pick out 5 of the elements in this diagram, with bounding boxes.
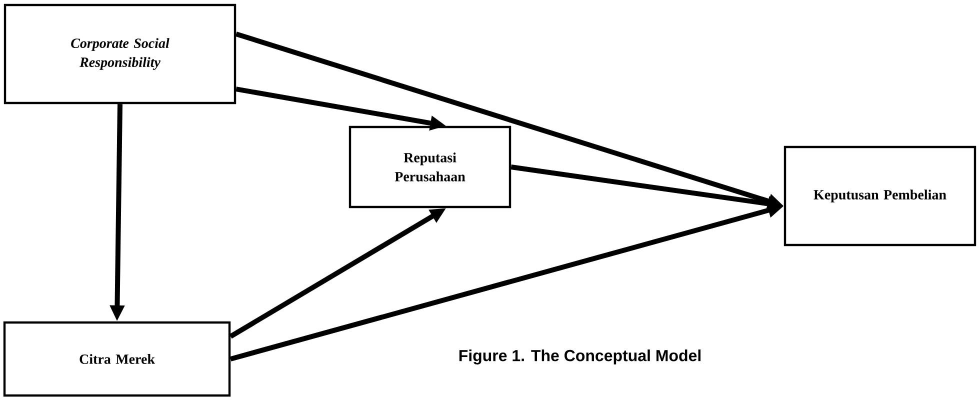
- concept-box: Keputusan Pembelian: [784, 146, 976, 246]
- concept-box: Reputasi Perusahaan: [348, 126, 512, 208]
- caption: Figure 1. The Conceptual Model: [459, 350, 700, 364]
- concept-box: Corporate Social Responsibility: [4, 4, 236, 104]
- concept-box: Citra Merek: [3, 321, 231, 397]
